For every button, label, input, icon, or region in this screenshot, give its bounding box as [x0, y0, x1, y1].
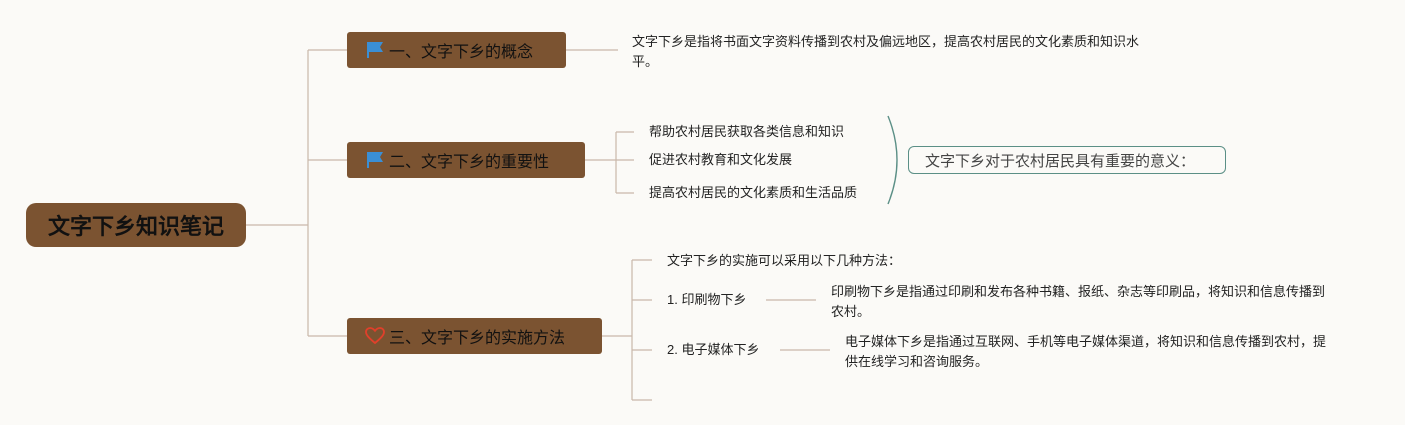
branch-label: 二、文字下乡的重要性	[389, 154, 550, 171]
summary-text: 文字下乡对于农村居民具有重要的意义：	[925, 152, 1196, 170]
method-electronic-detail: 电子媒体下乡是指通过互联网、手机等电子媒体渠道，将知识和信息传播到农村，提供在线…	[845, 334, 1327, 369]
heart-icon	[365, 327, 385, 345]
branch-importance[interactable]: 二、文字下乡的重要性	[347, 142, 585, 178]
importance-item-2[interactable]: 促进农村教育和文化发展	[649, 152, 793, 167]
branch-methods[interactable]: 三、文字下乡的实施方法	[347, 318, 602, 354]
method-print[interactable]: 1. 印刷物下乡	[667, 292, 747, 307]
summary-bracket	[887, 115, 898, 205]
method-print-detail: 印刷物下乡是指通过印刷和发布各种书籍、报纸、杂志等印刷品，将知识和信息传播到农村…	[831, 284, 1326, 319]
branch-label: 三、文字下乡的实施方法	[389, 330, 566, 347]
methods-intro[interactable]: 文字下乡的实施可以采用以下几种方法：	[667, 253, 902, 268]
branch-label: 一、文字下乡的概念	[389, 44, 534, 61]
concept-detail: 文字下乡是指将书面文字资料传播到农村及偏远地区，提高农村居民的文化素质和知识水平…	[632, 34, 1140, 69]
branch-concept[interactable]: 一、文字下乡的概念	[347, 32, 566, 68]
flag-icon	[367, 42, 383, 58]
importance-item-1[interactable]: 帮助农村居民获取各类信息和知识	[649, 124, 845, 139]
flag-icon	[367, 152, 383, 168]
method-electronic[interactable]: 2. 电子媒体下乡	[667, 342, 760, 357]
root-title: 文字下乡知识笔记	[47, 214, 224, 239]
importance-summary[interactable]: 文字下乡对于农村居民具有重要的意义：	[908, 146, 1226, 174]
importance-item-3[interactable]: 提高农村居民的文化素质和生活品质	[649, 185, 858, 200]
root-node[interactable]: 文字下乡知识笔记	[26, 203, 246, 247]
